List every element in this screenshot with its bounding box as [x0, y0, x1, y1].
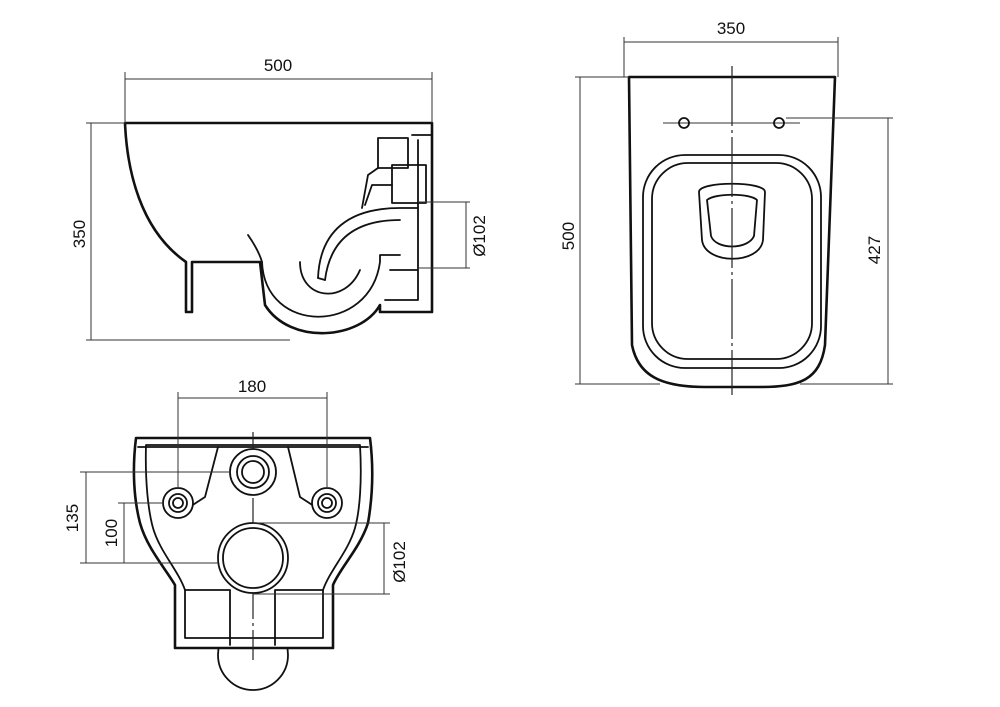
- top-view: 350 500 427: [559, 19, 893, 395]
- side-bowl-outline: [123, 121, 434, 335]
- back-view: 180 135 100 Ø102: [63, 377, 409, 691]
- back-lower-height-label: 100: [102, 519, 121, 547]
- back-bolt-right-inner: [321, 497, 333, 509]
- top-bolt-hole-right: [773, 117, 785, 129]
- back-bolt-right-outer: [311, 487, 343, 519]
- top-bolt-hole-left: [678, 117, 690, 129]
- back-bolt-left-outer: [162, 487, 194, 519]
- back-bolt-left-mid: [168, 493, 188, 513]
- top-width-label: 350: [717, 19, 745, 38]
- back-outlet-inner: [222, 527, 284, 589]
- side-outlet-label: Ø102: [470, 215, 489, 257]
- side-rim-inner: [247, 234, 263, 263]
- back-bolt-right-mid: [317, 493, 337, 513]
- back-bolt-left-inner: [172, 497, 184, 509]
- back-bolt-spacing-label: 180: [238, 377, 266, 396]
- side-flush-inlet-top: [377, 137, 409, 169]
- back-inner-outline: [144, 444, 362, 639]
- side-view: 500 350 Ø102: [70, 56, 489, 341]
- top-bowl-opening-outer: [698, 182, 766, 260]
- back-inlet-mid: [236, 455, 270, 489]
- side-width-label: 500: [264, 56, 292, 75]
- side-trap-inner: [317, 207, 419, 281]
- side-trap-leg: [299, 261, 361, 295]
- side-flush-inlet-mid: [391, 164, 427, 204]
- side-height-label: 350: [70, 220, 89, 248]
- back-upper-height-label: 135: [63, 504, 82, 532]
- back-outlet-label: Ø102: [390, 541, 409, 583]
- back-outlet-outer: [217, 522, 289, 594]
- side-trap-curve: [261, 254, 401, 318]
- top-bowl-opening-inner: [706, 193, 758, 248]
- back-inlet-inner: [241, 460, 265, 484]
- back-lower-block: [184, 589, 324, 646]
- side-back-wall: [384, 134, 433, 301]
- top-length-label: 500: [559, 222, 578, 250]
- top-depth-label: 427: [865, 236, 884, 264]
- side-flush-channel: [361, 167, 393, 209]
